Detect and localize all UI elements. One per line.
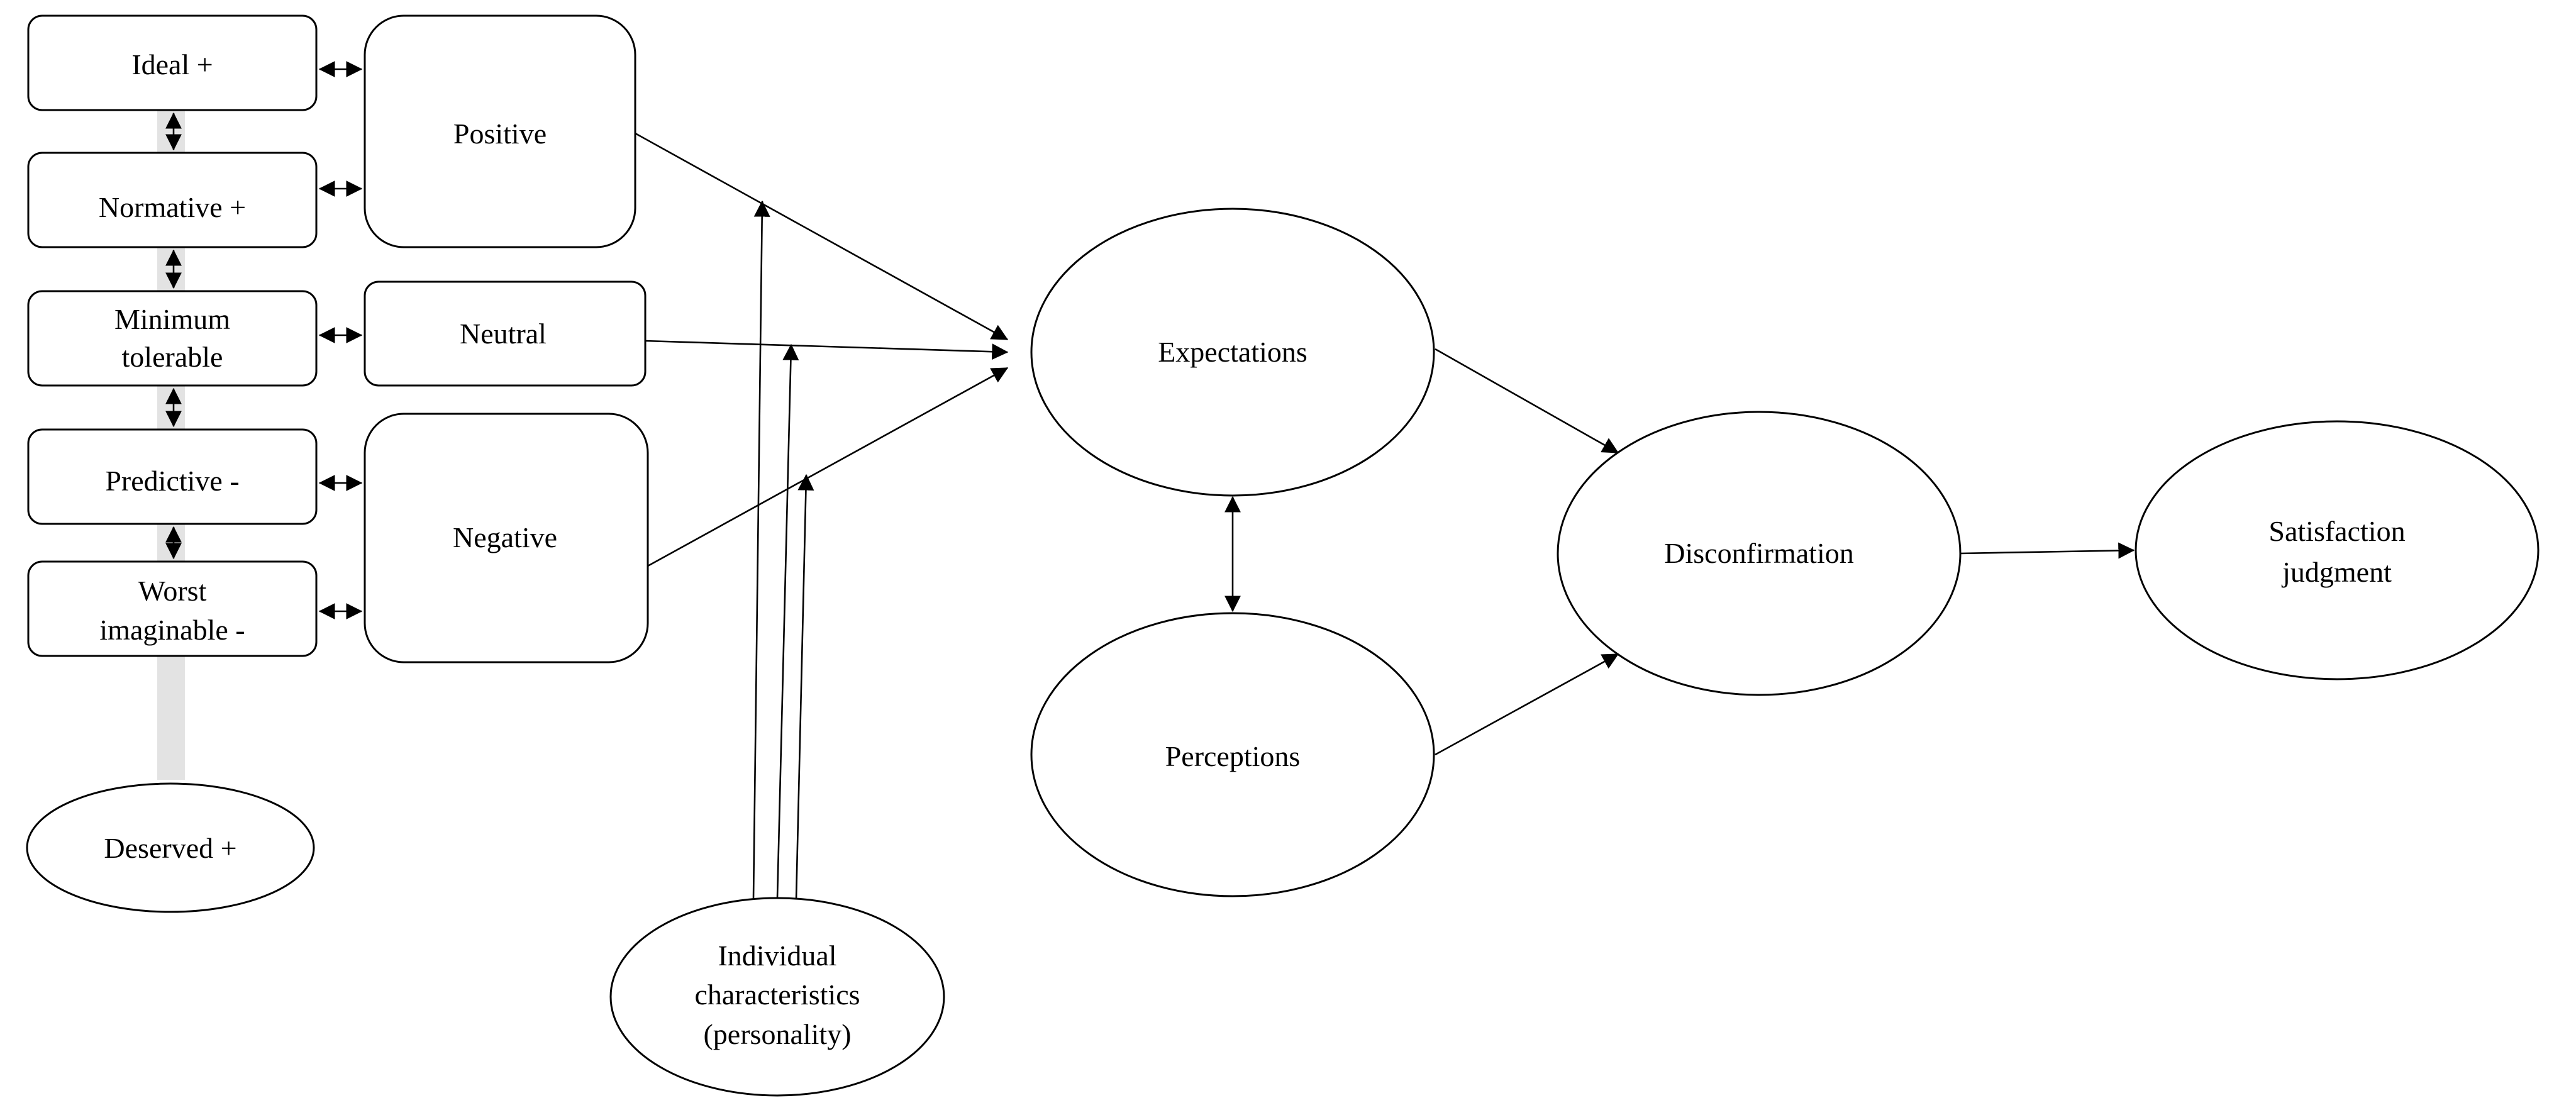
node-ideal-label: Ideal + [131,48,213,80]
node-normative: Normative + [27,152,318,248]
node-individual-characteristics: Individual characteristics (personality) [609,897,945,1097]
node-deserved: Deserved + [26,782,315,913]
node-disconfirmation: Disconfirmation [1557,411,1962,696]
edge-disconfirmation-satisfaction [1960,542,2135,559]
node-neutral: Neutral [364,280,647,387]
node-negative: Negative [364,413,649,663]
node-perceptions-label: Perceptions [1165,740,1301,772]
node-individual-characteristics-line1: Individual [718,940,836,972]
node-predictive-label: Predictive - [105,465,239,497]
edge-expectations-disconfirmation [1435,348,1619,454]
node-deserved-label: Deserved + [104,832,236,864]
edge-neutral-expectations [645,340,1009,360]
node-negative-label: Negative [453,521,557,553]
node-minimum-tolerable-line1: Minimum [114,303,230,335]
node-satisfaction-judgment-line1: Satisfaction [2268,515,2405,547]
node-positive-label: Positive [453,118,547,150]
edge-perceptions-disconfirmation [1435,653,1619,756]
node-expectations-label: Expectations [1158,336,1307,368]
edge-negative-expectations [647,367,1009,567]
node-ideal: Ideal + [27,14,318,111]
node-minimum-tolerable: Minimum tolerable [27,290,318,387]
node-worst-imaginable-line1: Worst [138,575,207,607]
node-predictive: Predictive - [27,428,318,525]
node-worst-imaginable-line2: imaginable - [99,614,245,646]
node-neutral-label: Neutral [460,318,547,350]
node-individual-characteristics-line2: characteristics [694,979,860,1011]
node-satisfaction-judgment: Satisfaction judgment [2135,420,2540,680]
node-disconfirmation-label: Disconfirmation [1664,537,1854,569]
node-worst-imaginable: Worst imaginable - [27,560,318,657]
hierarchy-direction-arrow [143,18,199,780]
node-minimum-tolerable-line2: tolerable [122,341,223,373]
edge-positive-expectations [635,132,1009,341]
node-positive: Positive [364,14,636,248]
edge-personality-moderates-positive [752,200,770,900]
edge-personality-moderates-neutral [776,343,799,899]
node-satisfaction-judgment-line2: judgment [2281,556,2392,588]
node-normative-label: Normative + [99,191,246,223]
node-perceptions: Perceptions [1030,612,1435,897]
node-expectations: Expectations [1030,208,1435,497]
node-individual-characteristics-line3: (personality) [703,1018,851,1050]
edge-personality-moderates-negative [795,474,814,900]
